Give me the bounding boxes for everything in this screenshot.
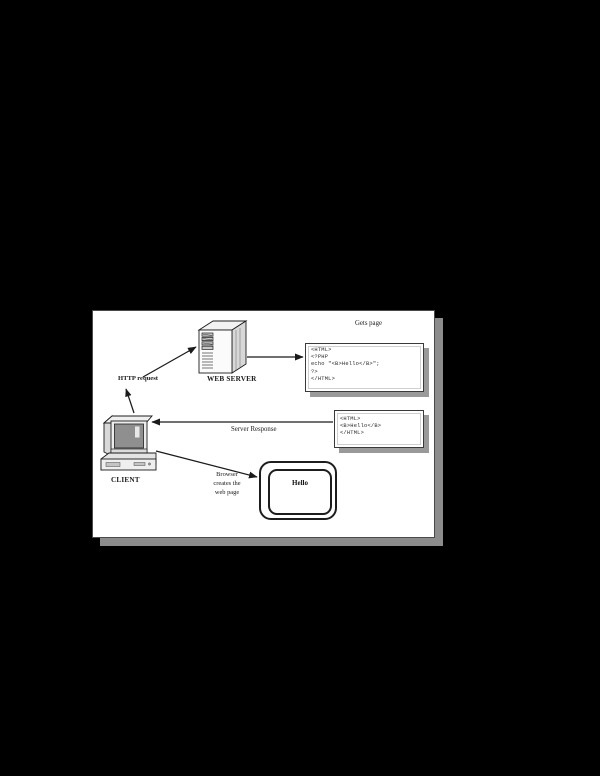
browser-creates-line-2: creates the: [213, 480, 241, 487]
client-label: CLIENT: [111, 476, 140, 484]
html-output-code-box: <HTML> <B>Hello</B> </HTML>: [334, 410, 424, 448]
code-line: <HTML>: [311, 347, 332, 353]
code-line: <B>Hello</B>: [340, 423, 382, 430]
code-line: <?PHP: [311, 354, 329, 361]
gets-page-label: Gets page: [355, 320, 382, 327]
browser-creates-line-3: web page: [214, 489, 240, 496]
server-response-label: Server Response: [231, 426, 277, 433]
code-line: ?>: [311, 368, 318, 375]
browser-creates-label: Browser creates the web page: [198, 470, 256, 497]
browser-creates-line-1: Browser: [216, 471, 238, 478]
browser-window-icon: Hello: [259, 461, 337, 520]
http-request-label: HTTP request: [118, 375, 158, 382]
code-line: </HTML>: [340, 430, 365, 437]
browser-page-text: Hello: [292, 479, 308, 487]
browser-viewport: Hello: [268, 469, 332, 515]
php-source-code-box: <HTML> <?PHP echo "<B>Hello</B>"; ?> </H…: [305, 343, 424, 392]
web-server-label: WEB SERVER: [207, 375, 257, 383]
code-line: </HTML>: [311, 375, 336, 382]
code-line: <HTML>: [340, 416, 361, 422]
code-line: echo "<B>Hello</B>";: [311, 361, 380, 368]
